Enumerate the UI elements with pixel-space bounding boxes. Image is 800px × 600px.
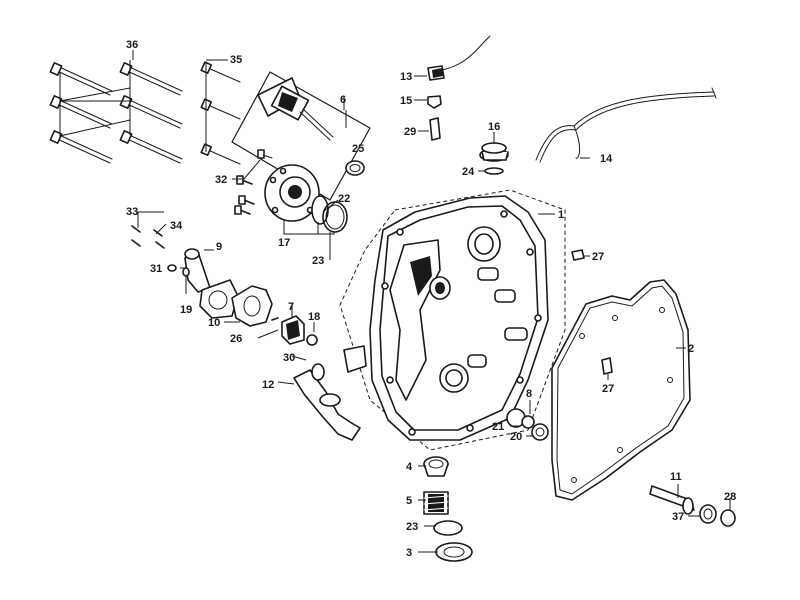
callout-17: 17	[278, 237, 290, 249]
callout-16: 16	[488, 121, 500, 133]
seal-parts-8-21-20	[506, 400, 549, 441]
callout-25: 25	[352, 143, 364, 155]
callout-24: 24	[462, 166, 475, 178]
callout-3: 3	[406, 547, 412, 559]
callout-30: 30	[283, 352, 295, 364]
callout-21: 21	[492, 421, 504, 433]
callout-1: 1	[558, 209, 564, 221]
callout-19: 19	[180, 304, 192, 316]
bolt-set-36	[49, 50, 183, 164]
water-pump-assembly	[264, 164, 348, 260]
callout-5: 5	[406, 495, 412, 507]
callout-6: 6	[340, 94, 346, 106]
callout-33: 33	[126, 206, 138, 218]
callout-36: 36	[126, 39, 138, 51]
callout-12: 12	[262, 379, 274, 391]
callout-11: 11	[670, 471, 682, 483]
callout-31: 31	[150, 263, 162, 275]
bottom-stack-parts	[418, 456, 473, 562]
callout-8: 8	[526, 388, 532, 400]
callout-27-lower: 27	[602, 383, 614, 395]
gasket-part-2	[551, 279, 691, 501]
callout-28: 28	[724, 491, 736, 503]
callout-22: 22	[338, 193, 350, 205]
callout-4: 4	[406, 461, 413, 473]
callout-7: 7	[288, 301, 294, 313]
callout-9: 9	[216, 241, 222, 253]
crankcase-cover-part-1	[339, 189, 566, 451]
callout-labels: 36 35 6 13 15 29 16 24 14 25 32 22 17 23…	[126, 39, 736, 559]
left-small-parts	[131, 211, 361, 441]
top-small-parts	[345, 35, 717, 175]
callout-32: 32	[215, 174, 227, 186]
callout-29: 29	[404, 126, 416, 138]
callout-37: 37	[672, 511, 684, 523]
callout-23-lower: 23	[406, 521, 418, 533]
callout-14: 14	[600, 153, 613, 165]
callout-34: 34	[170, 220, 183, 232]
shaft-parts-11-37-28	[649, 484, 736, 527]
part-6-sensor-box	[231, 71, 371, 201]
callout-26: 26	[230, 333, 242, 345]
callout-15: 15	[400, 95, 412, 107]
callout-18: 18	[308, 311, 320, 323]
callout-10: 10	[208, 317, 220, 329]
callout-2: 2	[688, 343, 694, 355]
callout-27-upper: 27	[592, 251, 604, 263]
callout-35: 35	[230, 54, 242, 66]
bolt-set-35	[200, 59, 241, 165]
dowel-pins-27	[571, 249, 613, 380]
callout-13: 13	[400, 71, 412, 83]
callout-23-upper: 23	[312, 255, 324, 267]
callout-20: 20	[510, 431, 522, 443]
part-32-small-bolts	[232, 149, 273, 215]
